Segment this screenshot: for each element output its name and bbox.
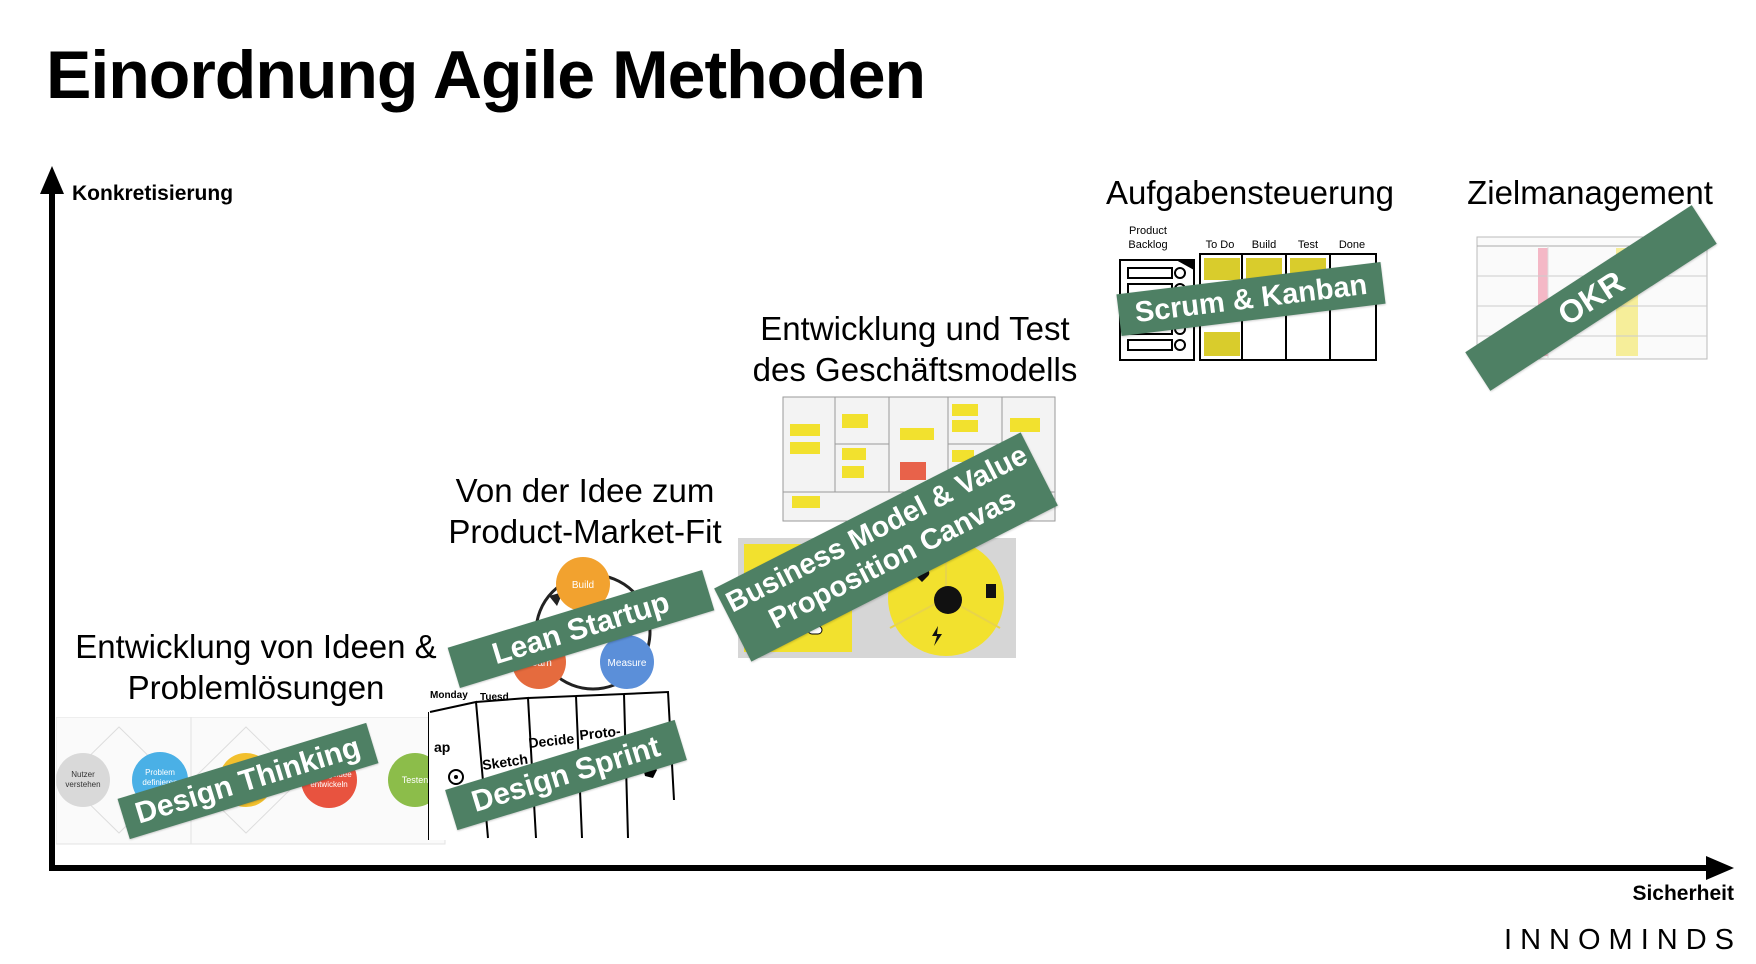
group-title-ideas-line1: Entwicklung von Ideen & bbox=[75, 628, 437, 665]
group-title-tasks: Aufgabensteuerung bbox=[1105, 174, 1395, 211]
x-axis-label: Sicherheit bbox=[1632, 882, 1734, 905]
backlog-label-line1: Product bbox=[1129, 225, 1167, 237]
group-title-pmf-line1: Von der Idee zum bbox=[455, 472, 715, 509]
brand-logo: INNOMINDS bbox=[1504, 924, 1742, 956]
group-title-business: Entwicklung und Test des Geschäftsmodell… bbox=[720, 308, 1110, 390]
kanban-col-build: Build bbox=[1252, 239, 1276, 251]
page-title: Einordnung Agile Methoden bbox=[46, 37, 926, 113]
group-title-ideas-line2: Problemlösungen bbox=[127, 669, 385, 706]
dt-step-1 bbox=[56, 753, 110, 807]
backlog-label-line2: Backlog bbox=[1128, 239, 1167, 251]
dt-step-2-label-a: Problem bbox=[145, 768, 175, 777]
group-title-pmf: Von der Idee zum Product-Market-Fit bbox=[410, 470, 760, 552]
sprint-step-proto: Proto- bbox=[579, 723, 622, 743]
kanban-col-done: Done bbox=[1339, 239, 1365, 251]
loop-measure-label: Measure bbox=[608, 658, 647, 669]
group-title-ideas: Entwicklung von Ideen & Problemlösungen bbox=[56, 626, 456, 708]
kanban-col-todo: To Do bbox=[1206, 239, 1235, 251]
y-axis-label: Konkretisierung bbox=[72, 182, 234, 205]
group-title-pmf-line2: Product-Market-Fit bbox=[448, 513, 722, 550]
dt-step-5-label: Testen bbox=[402, 775, 429, 785]
loop-build-label: Build bbox=[572, 580, 594, 591]
group-title-business-line1: Entwicklung und Test bbox=[760, 310, 1070, 347]
dt-step-4-label-b: entwickeln bbox=[310, 780, 347, 789]
group-title-business-line2: des Geschäftsmodells bbox=[752, 351, 1078, 388]
y-axis-arrow bbox=[40, 166, 64, 194]
loop-build bbox=[556, 557, 610, 611]
sprint-step-decide: Decide bbox=[528, 730, 576, 751]
lean-startup-loop: Build Measure Learn bbox=[512, 557, 654, 691]
sprint-step-map: ap bbox=[434, 739, 450, 755]
loop-measure bbox=[600, 635, 654, 689]
dt-step-1-label-b: verstehen bbox=[65, 780, 100, 789]
x-axis-arrow bbox=[1706, 856, 1734, 880]
dt-step-2-label-b: definieren bbox=[142, 778, 177, 787]
dt-step-1-label-a: Nutzer bbox=[71, 770, 95, 779]
sprint-day-2: Tuesd bbox=[480, 692, 509, 703]
sprint-day-1: Monday bbox=[430, 690, 468, 701]
kanban-col-test: Test bbox=[1298, 239, 1318, 251]
group-title-goals: Zielmanagement bbox=[1467, 174, 1713, 211]
